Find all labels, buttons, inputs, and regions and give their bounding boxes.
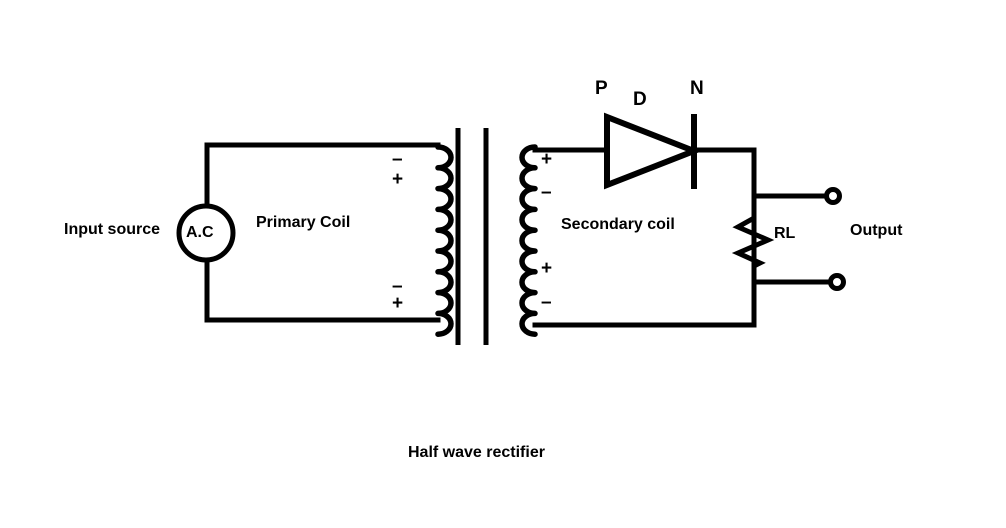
primary-polarity-top-second: +	[392, 169, 404, 190]
primary-polarity-bottom-second: +	[392, 293, 404, 314]
output-terminal-bottom	[828, 273, 846, 291]
primary-polarity-top-first: –	[392, 149, 403, 170]
secondary-polarity-top-first: +	[541, 149, 553, 170]
diode-triangle	[604, 112, 703, 190]
secondary-coil-winding	[519, 144, 538, 337]
diode-anode-label: P	[595, 78, 608, 99]
diode-label: D	[633, 89, 647, 110]
secondary-polarity-top-second: –	[541, 182, 552, 203]
load-resistor-symbol	[731, 215, 775, 269]
secondary-polarity-bottom-first: +	[541, 258, 553, 279]
secondary-coil-label: Secondary coil	[561, 216, 675, 233]
ac-source-label: A.C	[186, 224, 214, 241]
primary-coil-winding	[435, 144, 454, 337]
diagram-caption: Half wave rectifier	[408, 444, 545, 461]
primary-polarity-bottom-first: –	[392, 276, 403, 297]
input-source-label: Input source	[64, 221, 161, 238]
output-terminal-top	[824, 187, 842, 205]
ac-source-symbol	[176, 203, 236, 263]
primary-coil-label: Primary Coil	[256, 214, 351, 231]
output-label: Output	[850, 222, 903, 239]
load-resistor-label: RL	[774, 225, 796, 242]
diode-cathode-label: N	[690, 78, 704, 99]
secondary-polarity-bottom-second: –	[541, 292, 552, 313]
